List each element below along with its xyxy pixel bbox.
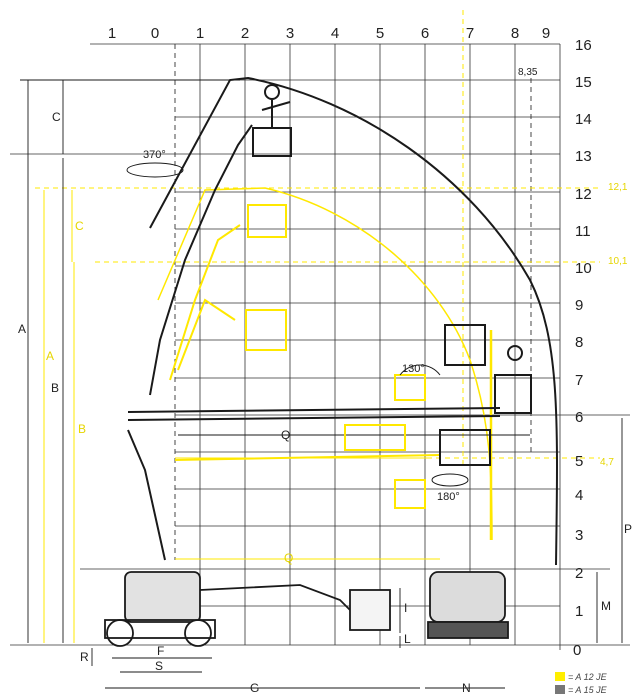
angle-basket-label: 180° [437, 491, 460, 503]
dim-Q-yellow: Q [284, 551, 293, 565]
dim-N: N [462, 681, 471, 695]
yellow-height-lines [35, 187, 600, 459]
angle-basket-rotation: 180° [431, 473, 469, 503]
envelope-yellow [157, 187, 493, 541]
y-label-11: 11 [575, 223, 591, 240]
dim-I: I [404, 601, 407, 615]
black-dimensions [20, 79, 623, 689]
y-label-15: 15 [575, 74, 592, 91]
x-label-5: 4 [331, 25, 339, 42]
y-label-3: 3 [575, 527, 583, 544]
yellow-boom-positions [169, 204, 441, 509]
legend-label-a12: = A 12 JE [568, 672, 608, 682]
y-label-1: 1 [575, 603, 583, 620]
angle-rotation-turret: 370° [126, 149, 184, 178]
legend: = A 12 JE = A 15 JE [555, 672, 608, 695]
angle-jib: 130° [399, 363, 441, 376]
angle-jib-label: 130° [402, 363, 425, 375]
y-label-7: 7 [575, 372, 583, 389]
x-label-4: 3 [286, 25, 294, 42]
dim-F: F [157, 644, 164, 658]
y-label-6: 6 [575, 409, 583, 426]
legend-swatch-a15 [555, 685, 565, 694]
dim-Q-black: Q [281, 428, 290, 442]
x-label-0: 1 [108, 25, 116, 42]
x-label-2: 1 [196, 25, 204, 42]
dim-B-black: B [51, 381, 59, 395]
x-label-3: 2 [241, 25, 249, 42]
x-label-6: 5 [376, 25, 384, 42]
dim-B-yellow: B [78, 422, 86, 436]
dim-G: G [250, 681, 259, 695]
legend-swatch-a12 [555, 672, 565, 681]
reach-mark-8-35: 8,35 [518, 67, 538, 78]
y-label-0: 0 [573, 642, 581, 659]
x-label-9: 8 [511, 25, 519, 42]
black-machine-top [149, 84, 292, 396]
envelope-black [149, 76, 558, 566]
y-axis-labels: 16 15 14 13 12 11 10 9 8 7 6 5 4 3 2 1 0 [573, 37, 592, 659]
dim-P: P [624, 522, 632, 536]
x-axis-labels: 1 0 1 2 3 4 5 6 7 8 9 [108, 25, 550, 42]
grid [10, 43, 630, 650]
y-label-10: 10 [575, 260, 592, 277]
dim-L: L [404, 632, 411, 646]
x-label-1: 0 [151, 25, 159, 42]
black-boom-horizontal [127, 324, 532, 561]
height-mark-4-7: 4,7 [600, 457, 614, 468]
dim-C-yellow: C [75, 219, 84, 233]
angle-turret-label: 370° [143, 149, 166, 161]
x-label-10: 9 [542, 25, 550, 42]
dim-A-yellow: A [46, 349, 54, 363]
height-mark-12-1: 12,1 [608, 182, 628, 193]
legend-label-a15: = A 15 JE [568, 685, 608, 695]
y-label-9: 9 [575, 297, 583, 314]
y-label-8: 8 [575, 334, 583, 351]
dim-R: R [80, 650, 89, 664]
y-label-4: 4 [575, 487, 583, 504]
x-label-8: 7 [466, 25, 474, 42]
base-machine [104, 571, 391, 647]
y-label-2: 2 [575, 565, 583, 582]
dim-A-black: A [18, 322, 26, 336]
x-label-7: 6 [421, 25, 429, 42]
height-mark-10-1: 10,1 [608, 256, 628, 267]
dim-M: M [601, 599, 611, 613]
dim-C-black: C [52, 110, 61, 124]
dim-S: S [155, 659, 163, 673]
y-label-12: 12 [575, 186, 592, 203]
front-view-chassis [427, 571, 509, 639]
y-label-13: 13 [575, 148, 592, 165]
y-label-14: 14 [575, 111, 592, 128]
y-label-16: 16 [575, 37, 592, 54]
y-label-5: 5 [575, 453, 583, 470]
